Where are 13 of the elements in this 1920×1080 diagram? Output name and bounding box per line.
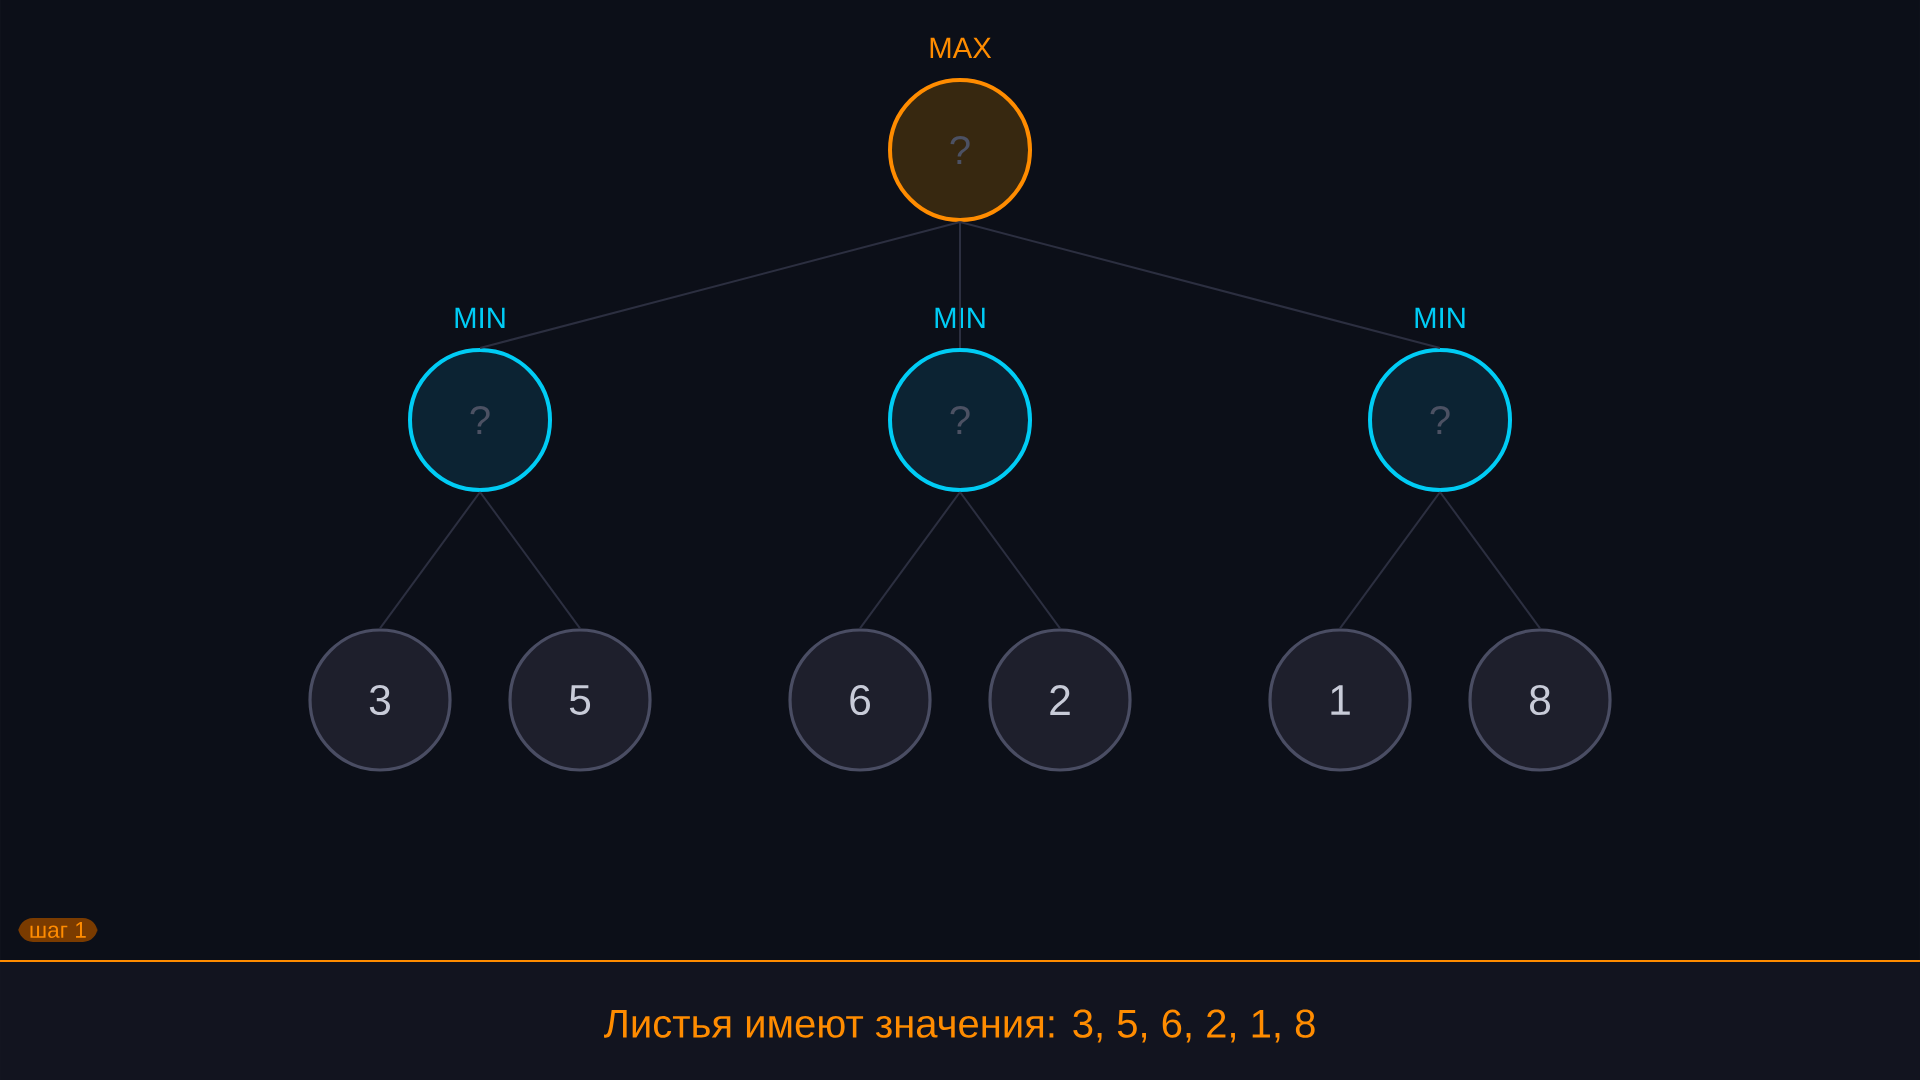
tree-edge [479,491,581,630]
node-heading: MIN [455,307,505,328]
node-heading: MAX [930,37,992,58]
node-heading: MIN [1415,307,1465,328]
tree-edge [959,221,1441,349]
caption-text: Листья имеют значения: 3, 5, 6, 2, 1, 8 [604,1009,1315,1043]
tree-edge [1339,491,1441,630]
tree-edge [959,221,961,349]
tree-edge [859,491,961,630]
tree-edge [479,221,961,349]
tree-edge [959,491,1061,630]
tree-edge [379,491,481,630]
tree-edge [1439,491,1541,630]
